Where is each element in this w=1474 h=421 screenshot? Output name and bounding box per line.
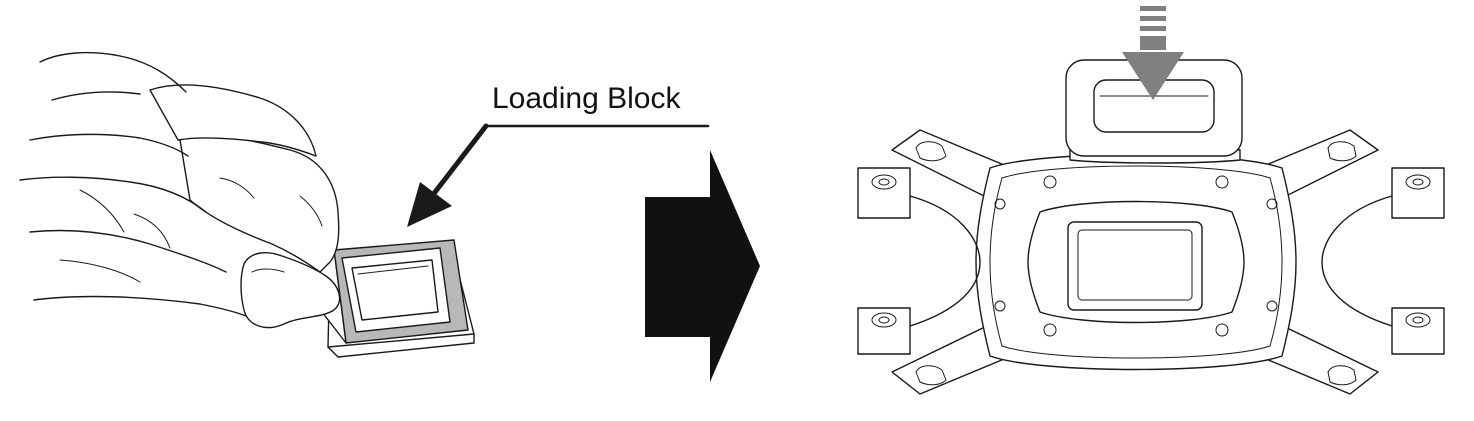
side-clip-top-right [1391, 167, 1445, 219]
callout-arrowhead [407, 182, 452, 227]
mounting-bracket [857, 129, 1445, 395]
middle-finger [149, 84, 317, 157]
hand-outline [19, 51, 247, 317]
callout-leader [407, 123, 710, 227]
hand [19, 51, 341, 329]
loading-block-placed [1065, 59, 1243, 164]
bracket-square-opening [1067, 221, 1203, 311]
down-arrow-icon [1122, 6, 1184, 100]
index-finger [179, 135, 340, 273]
loading-block-in-hand [317, 239, 475, 358]
block-recess [351, 259, 439, 321]
loading-block-label: Loading Block [492, 82, 681, 115]
right-arrow-icon [645, 150, 760, 382]
side-clip-bottom-left [857, 307, 911, 355]
side-clip-bottom-right [1391, 307, 1445, 355]
thumb [240, 252, 341, 329]
side-clip-top-left [857, 167, 911, 219]
